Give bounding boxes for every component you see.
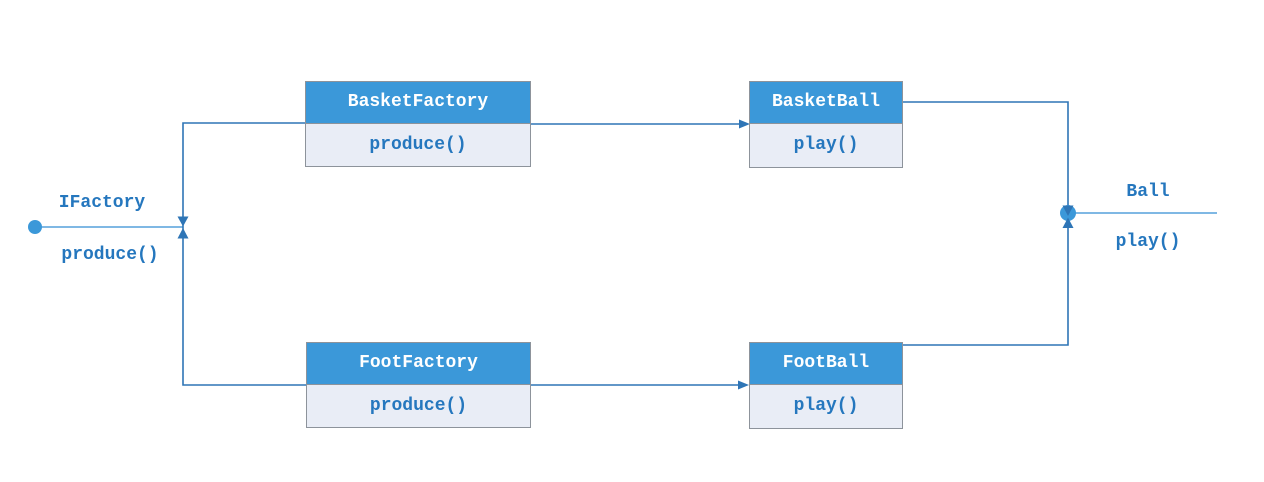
ifactory-provided-interface-dot[interactable] [28,220,42,234]
arrowhead-up-icon [177,228,189,239]
class-method: play() [750,124,902,167]
footfactory-to-football-connector[interactable] [531,380,749,390]
class-title: BasketBall [750,82,902,124]
class-title: FootFactory [307,343,530,385]
class-title: FootBall [750,343,902,385]
basketfactory-to-basketball-connector[interactable] [531,119,750,129]
class-method: produce() [306,124,530,166]
factories-realization-connector[interactable] [177,122,307,386]
basketball-to-ball-connector[interactable] [903,101,1069,207]
class-node-footfactory[interactable]: FootFactory produce() [306,342,531,428]
class-node-basketball[interactable]: BasketBall play() [749,81,903,168]
interface-method-label: play() [1115,232,1181,252]
football-to-ball-connector[interactable] [903,226,1069,346]
class-node-football[interactable]: FootBall play() [749,342,903,429]
class-method: play() [750,385,902,428]
ball-lollipop-connector[interactable] [1060,205,1217,228]
interface-name-label: Ball [1126,182,1170,202]
interface-method-label: produce() [61,245,159,265]
interface-name-label: IFactory [58,193,146,213]
arrowhead-down-icon [177,216,189,227]
arrowhead-up-icon [1062,217,1074,228]
arrowhead-down-icon [1062,205,1074,216]
class-title: BasketFactory [306,82,530,124]
class-method: produce() [307,385,530,427]
class-node-basketfactory[interactable]: BasketFactory produce() [305,81,531,167]
arrowhead-right-icon [739,119,750,129]
ifactory-lollipop-connector[interactable] [28,220,183,234]
arrowhead-right-icon [738,380,749,390]
